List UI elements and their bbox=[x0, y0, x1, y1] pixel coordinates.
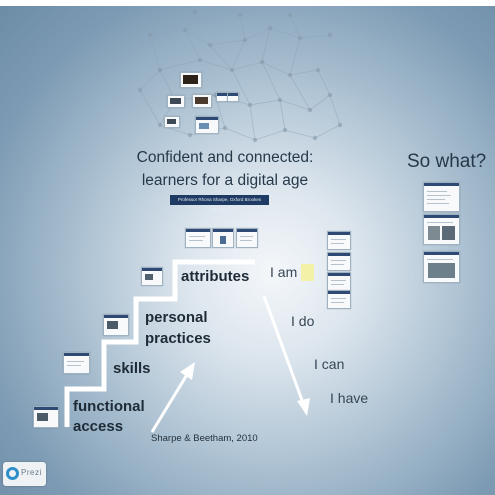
staircase-shape bbox=[64, 259, 255, 427]
thumbnail-slide[interactable] bbox=[63, 352, 90, 374]
prezi-logo-button[interactable]: Prezi bbox=[3, 462, 46, 486]
thumbnail-slide[interactable] bbox=[423, 251, 460, 283]
thumbnail-slide[interactable] bbox=[33, 406, 59, 428]
so-what-heading: So what? bbox=[407, 151, 487, 172]
top-border bbox=[0, 0, 495, 6]
thumbnail-slide[interactable] bbox=[103, 314, 129, 336]
prezi-logo-icon bbox=[6, 467, 19, 480]
up-arrow-head bbox=[180, 362, 195, 380]
label-i-have: I have bbox=[330, 390, 369, 406]
reference-citation: Sharpe & Beetham, 2010 bbox=[151, 433, 258, 444]
thumbnail-photo[interactable] bbox=[192, 94, 212, 108]
subtitle-banner bbox=[170, 195, 269, 205]
thumbnail-slide[interactable] bbox=[423, 214, 460, 245]
prezi-logo-text: Prezi bbox=[21, 468, 42, 477]
thumbnail-slide[interactable] bbox=[236, 228, 258, 248]
thumbnail-slide[interactable] bbox=[327, 252, 351, 271]
thumbnail-slide[interactable] bbox=[212, 228, 234, 248]
thumbnail-slide[interactable] bbox=[141, 267, 163, 286]
label-i-do: I do bbox=[291, 313, 315, 329]
thumbnail-slide[interactable] bbox=[327, 290, 351, 309]
thumbnail-photo[interactable] bbox=[167, 95, 185, 108]
thumbnail-slide[interactable] bbox=[185, 228, 211, 248]
thumbnail-slide[interactable] bbox=[327, 272, 351, 291]
thumbnail-photo[interactable] bbox=[164, 116, 180, 128]
label-personal-practices: personal practices bbox=[145, 309, 211, 347]
thumbnail-slide[interactable] bbox=[227, 92, 239, 102]
label-skills: skills bbox=[113, 360, 151, 377]
thumbnail-slide[interactable] bbox=[195, 116, 219, 134]
down-arrow-head bbox=[297, 398, 310, 416]
label-i-can: I can bbox=[314, 356, 345, 372]
thumbnail-slide[interactable] bbox=[327, 231, 351, 250]
label-functional-access: functional access bbox=[73, 398, 145, 435]
highlight-box bbox=[301, 264, 314, 281]
label-attributes: attributes bbox=[181, 268, 250, 285]
label-i-am: I am bbox=[270, 264, 298, 280]
presentation-subtitle: Professor Rhona Sharpe, Oxford Brookes U… bbox=[177, 197, 262, 212]
thumbnail-photo[interactable] bbox=[180, 72, 202, 88]
presentation-title: Confident and connected: learners for a … bbox=[136, 149, 314, 189]
thumbnail-slide[interactable] bbox=[423, 182, 460, 212]
